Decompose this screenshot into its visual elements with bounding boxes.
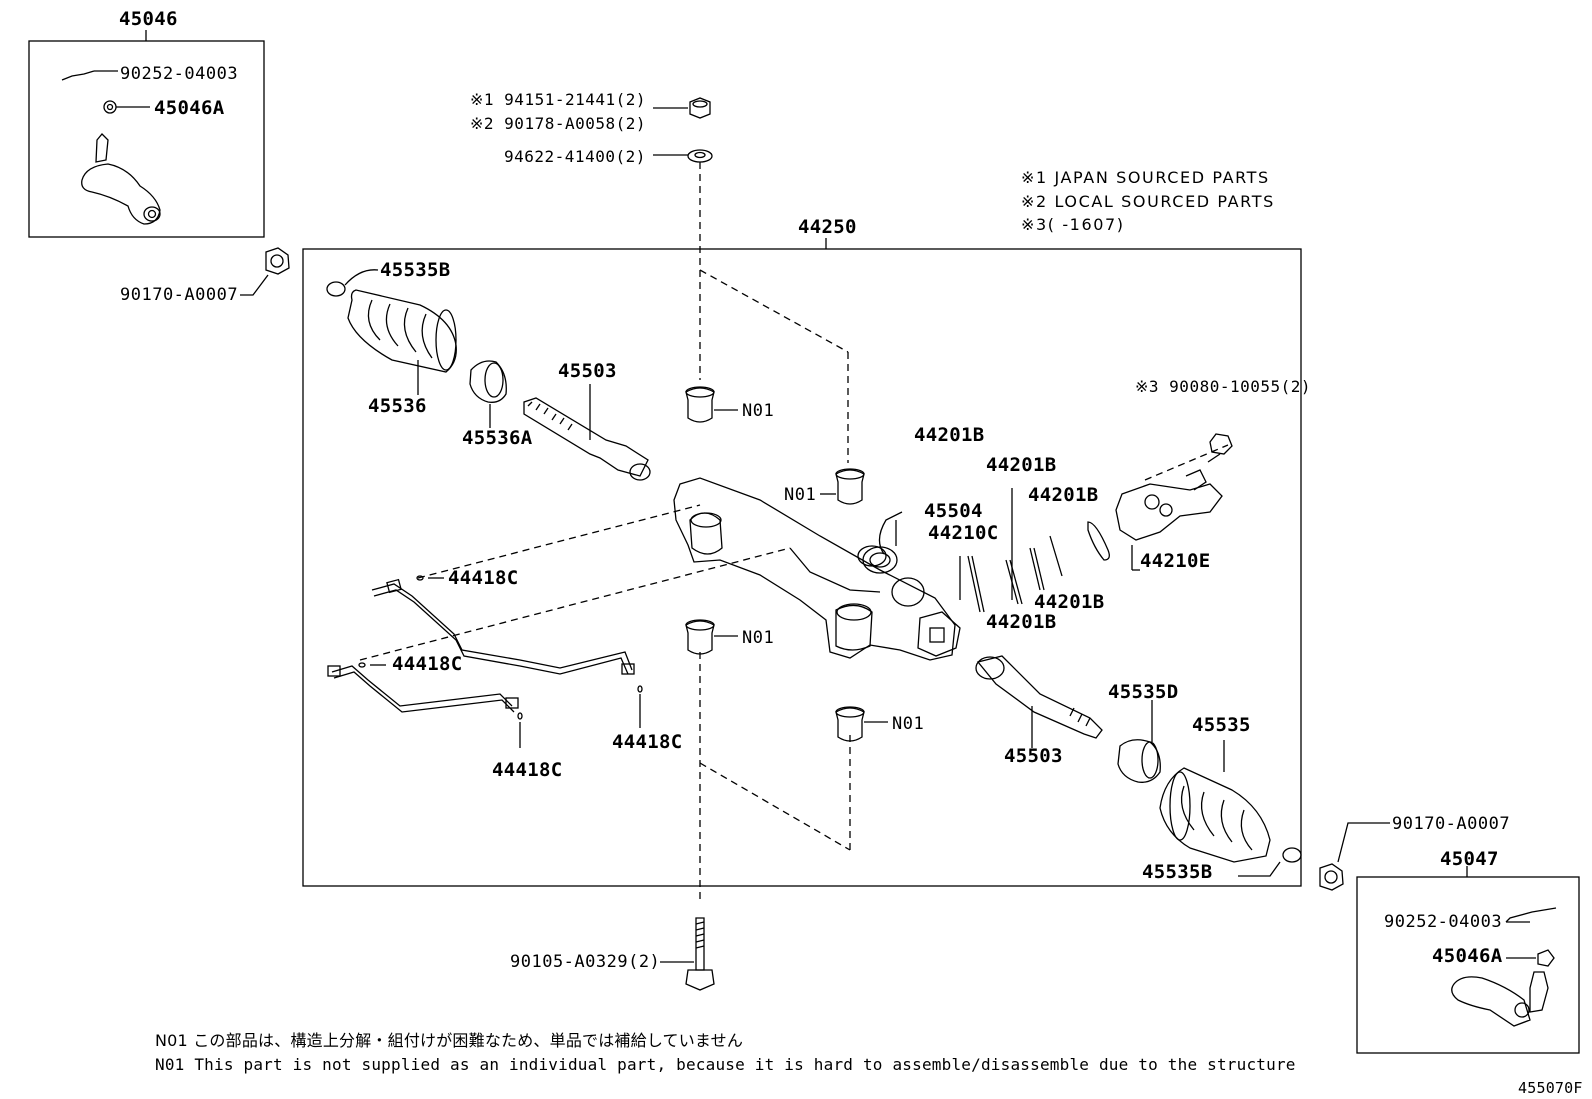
part-45503-label-top[interactable]: 45503 (558, 360, 617, 382)
legend-note-3: ※3( -1607) (1021, 215, 1125, 234)
footnote-english: N01 This part is not supplied as an indi… (155, 1055, 1296, 1074)
tie-rod-end-right (1451, 907, 1557, 1027)
boot-left (326, 269, 507, 428)
part-45535B-label-bottom[interactable]: 45535B (1142, 861, 1213, 883)
part-90170-A0007-label-right[interactable]: 90170-A0007 (1392, 814, 1511, 834)
part-45536-label[interactable]: 45536 (368, 395, 427, 417)
part-44210C-label[interactable]: 44210C (928, 522, 999, 544)
bottom-bolt (660, 917, 715, 991)
part-44201B-label-b[interactable]: 44201B (986, 454, 1057, 476)
part-45046A-label-bottom[interactable]: 45046A (1432, 945, 1503, 967)
part-44250-label[interactable]: 44250 (798, 216, 857, 238)
footnote-japanese: N01 この部品は、構造上分解・組付けが困難なため、単品では補給していません (155, 1031, 744, 1050)
dashed-guide-lines (359, 162, 1229, 900)
part-44210E-label[interactable]: 44210E (1140, 550, 1211, 572)
part-44201B-label-d[interactable]: 44201B (1034, 591, 1105, 613)
part-45504-label[interactable]: 45504 (924, 500, 983, 522)
bushings-n01 (685, 386, 888, 742)
tie-rod-left (523, 384, 651, 481)
part-94622-41400-label[interactable]: 94622-41400(2) (504, 147, 646, 166)
part-45536A-label[interactable]: 45536A (462, 427, 533, 449)
n01-label-b[interactable]: N01 (784, 485, 817, 505)
part-44418C-label-a[interactable]: 44418C (448, 567, 519, 589)
part-45046A-label-top[interactable]: 45046A (154, 97, 225, 119)
top-nut-and-washer (653, 97, 713, 163)
part-45046-label[interactable]: 45046 (119, 8, 178, 30)
part-44201B-label-e[interactable]: 44201B (986, 611, 1057, 633)
part-45047-label[interactable]: 45047 (1440, 848, 1499, 870)
tie-rod-end-left (61, 70, 161, 225)
part-44418C-label-d[interactable]: 44418C (492, 759, 563, 781)
control-valve (1115, 433, 1233, 571)
part-90252-04003-label-top[interactable]: 90252-04003 (120, 64, 239, 84)
part-45535-label[interactable]: 45535 (1192, 714, 1251, 736)
n01-label-a[interactable]: N01 (742, 401, 775, 421)
part-44418C-label-c[interactable]: 44418C (612, 731, 683, 753)
part-90080-10055-label[interactable]: ※3 90080-10055(2) (1135, 377, 1312, 396)
part-90252-04003-label-bottom[interactable]: 90252-04003 (1384, 912, 1503, 932)
part-44418C-label-b[interactable]: 44418C (392, 653, 463, 675)
legend-local-sourced: ※2 LOCAL SOURCED PARTS (1021, 192, 1275, 211)
nut-90170-left (240, 247, 290, 296)
part-90178-A0058-label[interactable]: ※2 90178-A0058(2) (470, 114, 647, 133)
part-90105-A0329-label[interactable]: 90105-A0329(2) (510, 952, 661, 972)
frame-boxes (28, 30, 1580, 1054)
legend-japan-sourced: ※1 JAPAN SOURCED PARTS (1021, 168, 1270, 187)
part-44201B-label-c[interactable]: 44201B (1028, 484, 1099, 506)
part-94151-21441-label[interactable]: ※1 94151-21441(2) (470, 90, 647, 109)
tie-rod-right (975, 655, 1103, 748)
part-44201B-label-a[interactable]: 44201B (914, 424, 985, 446)
part-45535B-label-top[interactable]: 45535B (380, 259, 451, 281)
valve-seals (857, 488, 1110, 613)
part-90170-A0007-label-left[interactable]: 90170-A0007 (120, 285, 239, 305)
n01-label-c[interactable]: N01 (742, 628, 775, 648)
part-45535D-label[interactable]: 45535D (1108, 681, 1179, 703)
boot-right (1117, 700, 1302, 877)
figure-id: 455070F (1518, 1079, 1583, 1097)
part-45503-label-bottom[interactable]: 45503 (1004, 745, 1063, 767)
rack-housing (673, 477, 961, 661)
nut-90170-right (1319, 822, 1390, 891)
pressure-lines (327, 575, 643, 748)
n01-label-d[interactable]: N01 (892, 714, 925, 734)
